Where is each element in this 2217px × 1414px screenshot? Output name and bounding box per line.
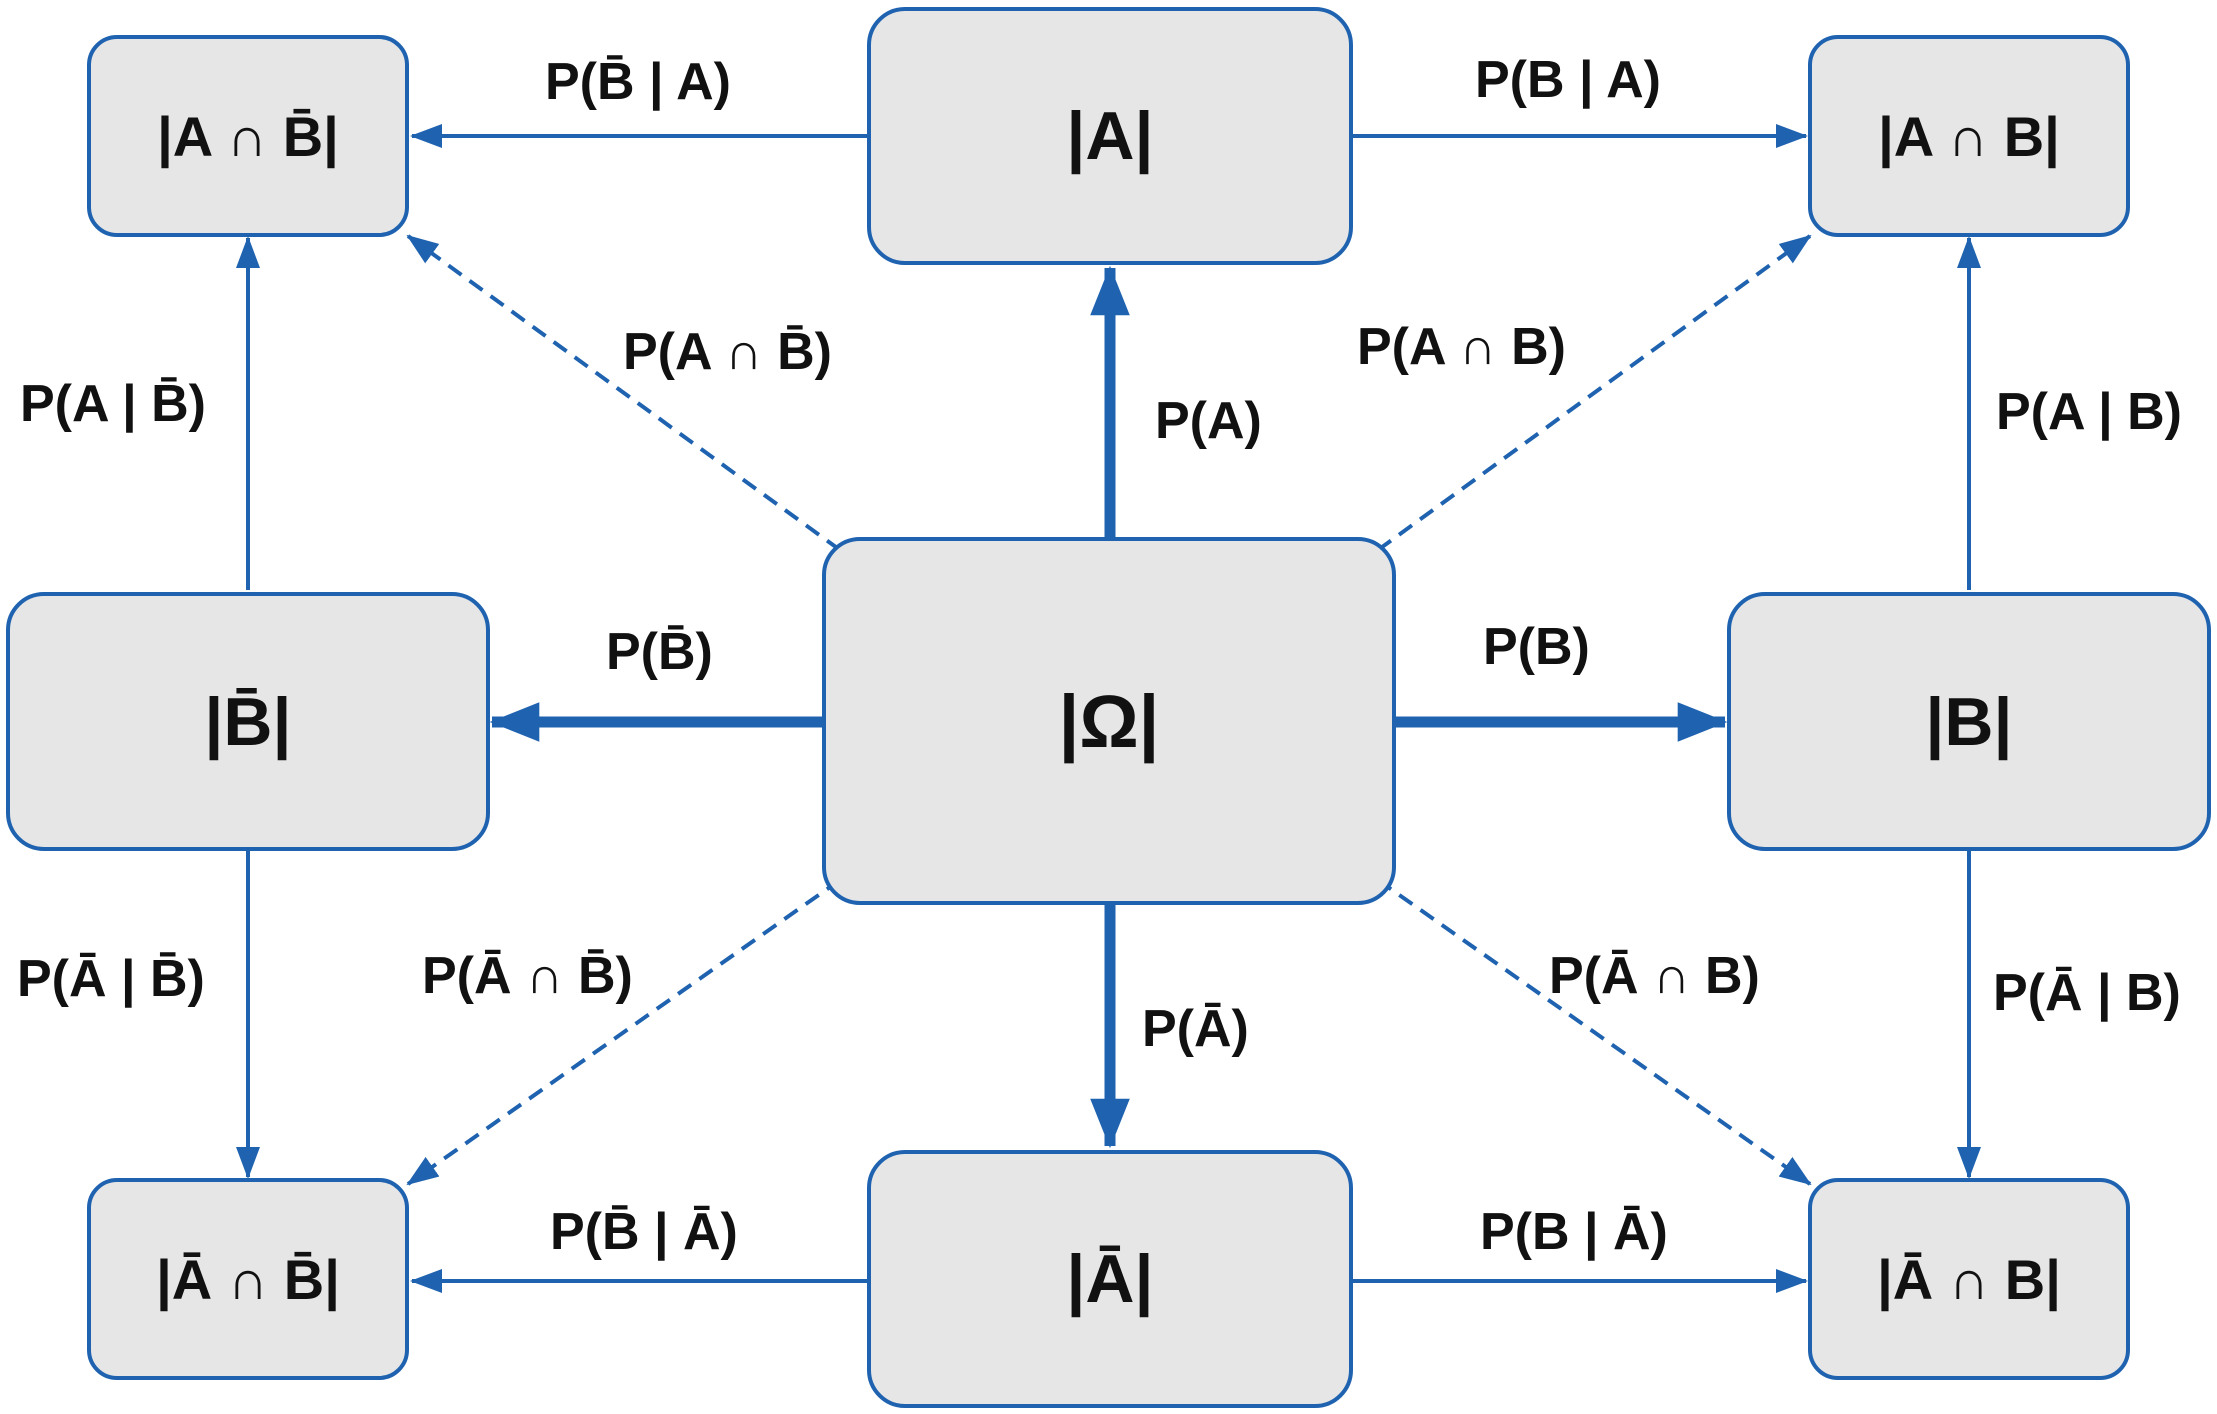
node-a-and-b: |A ∩ B| <box>1808 35 2130 237</box>
label-p-a-and-b: P(A ∩ B) <box>1357 318 1566 376</box>
node-a: |A| <box>867 7 1353 265</box>
label-p-not-a: P(Ā) <box>1142 1000 1249 1058</box>
label-p-not-a-and-not-b: P(Ā ∩ B̄) <box>422 947 633 1005</box>
node-b: |B| <box>1727 592 2211 851</box>
node-not-a-and-b: |Ā ∩ B| <box>1808 1178 2130 1380</box>
label-p-not-b-given-a: P(B̄ | A) <box>545 53 731 111</box>
label-p-not-b-given-not-a: P(B̄ | Ā) <box>550 1203 738 1261</box>
dashed-omega-to-a-and-b <box>1376 234 1812 552</box>
label-p-a-given-b: P(A | B) <box>1996 383 2182 441</box>
dashed-omega-to-a-and-not-b <box>406 234 842 552</box>
dashed-omega-to-not-a-and-b <box>1376 878 1812 1186</box>
node-omega: |Ω| <box>822 537 1396 905</box>
node-a-and-not-b: |A ∩ B̄| <box>87 35 409 237</box>
label-p-a: P(A) <box>1155 392 1262 450</box>
node-not-b: |B̄| <box>6 592 490 851</box>
label-p-not-a-given-not-b: P(Ā | B̄) <box>17 950 205 1008</box>
label-p-not-a-given-b: P(Ā | B) <box>1993 964 2181 1022</box>
node-not-a: |Ā| <box>867 1150 1353 1408</box>
label-p-b: P(B) <box>1483 618 1590 676</box>
label-p-a-and-not-b: P(A ∩ B̄) <box>623 323 832 381</box>
label-p-not-a-and-b: P(Ā ∩ B) <box>1549 947 1760 1005</box>
dashed-omega-to-not-a-and-not-b <box>406 878 842 1186</box>
label-p-b-given-a: P(B | A) <box>1475 51 1661 109</box>
label-p-not-b: P(B̄) <box>606 623 713 681</box>
label-p-b-given-not-a: P(B | Ā) <box>1480 1203 1668 1261</box>
label-p-a-given-not-b: P(A | B̄) <box>20 375 206 433</box>
node-not-a-and-not-b: |Ā ∩ B̄| <box>87 1178 409 1380</box>
